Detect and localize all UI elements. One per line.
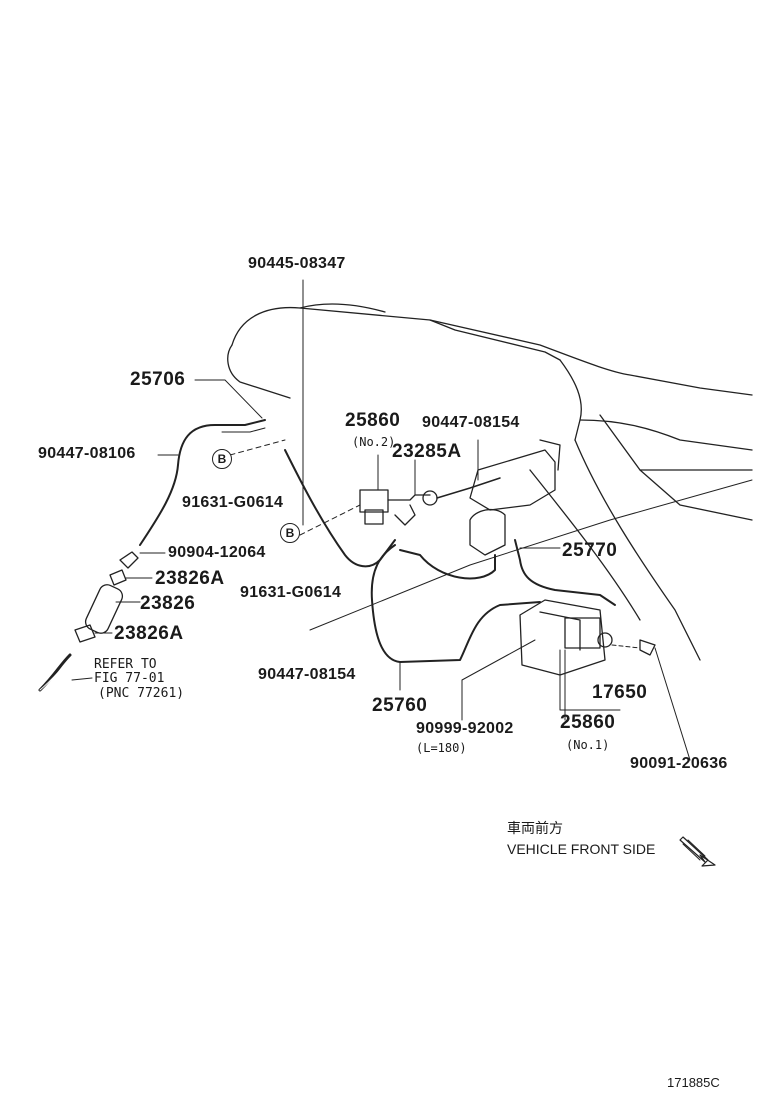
filter-23826: [84, 584, 124, 634]
refer-line-3: (PNC 77261): [98, 686, 185, 701]
part-25860-no2: 25860: [345, 410, 401, 431]
part-90447-08106: 90447-08106: [38, 445, 136, 462]
label-no2: (No.2): [352, 435, 396, 449]
label-l180: (L=180): [416, 741, 467, 755]
part-91631-g0614-b: 91631-G0614: [240, 584, 342, 601]
part-90999-92002: 90999-92002: [416, 720, 514, 737]
bolt-90091: [639, 639, 656, 656]
front-arrow: [679, 836, 716, 867]
part-25760: 25760: [372, 695, 428, 716]
vsv-no1-bracket: [519, 599, 606, 676]
part-91631-g0614-a: 91631-G0614: [182, 494, 284, 511]
vsv-no1: [564, 617, 601, 649]
engine-outline: [231, 306, 753, 396]
b-callout-2: B: [280, 523, 300, 543]
part-23826: 23826: [140, 593, 196, 614]
part-90904-12064: 90904-12064: [168, 544, 266, 561]
refer-line-2: FIG 77-01: [94, 671, 165, 686]
front-label-en: VEHICLE FRONT SIDE: [507, 841, 656, 857]
hose-25706: [139, 419, 266, 546]
part-25860-no1: 25860: [560, 712, 616, 733]
refer-line-1: REFER TO: [94, 657, 157, 672]
part-23826A-b: 23826A: [114, 623, 184, 644]
part-90091-20636: 90091-20636: [630, 755, 728, 772]
part-90447-08154-bottom: 90447-08154: [258, 666, 356, 683]
vsv-no2: [359, 489, 389, 513]
label-no1: (No.1): [566, 738, 610, 752]
part-17650: 17650: [592, 682, 648, 703]
part-23826A-a: 23826A: [155, 568, 225, 589]
part-25706: 25706: [130, 369, 186, 390]
part-90447-08154-top: 90447-08154: [422, 414, 520, 431]
part-90445-08347: 90445-08347: [248, 255, 346, 272]
front-label-jp: 車両前方: [507, 821, 563, 837]
part-25770: 25770: [562, 540, 618, 561]
valve-cover: [469, 449, 556, 511]
part-23285A: 23285A: [392, 441, 462, 462]
hose-25760: [370, 544, 541, 663]
b-callout-1: B: [212, 449, 232, 469]
figure-id: 171885C: [667, 1075, 720, 1090]
